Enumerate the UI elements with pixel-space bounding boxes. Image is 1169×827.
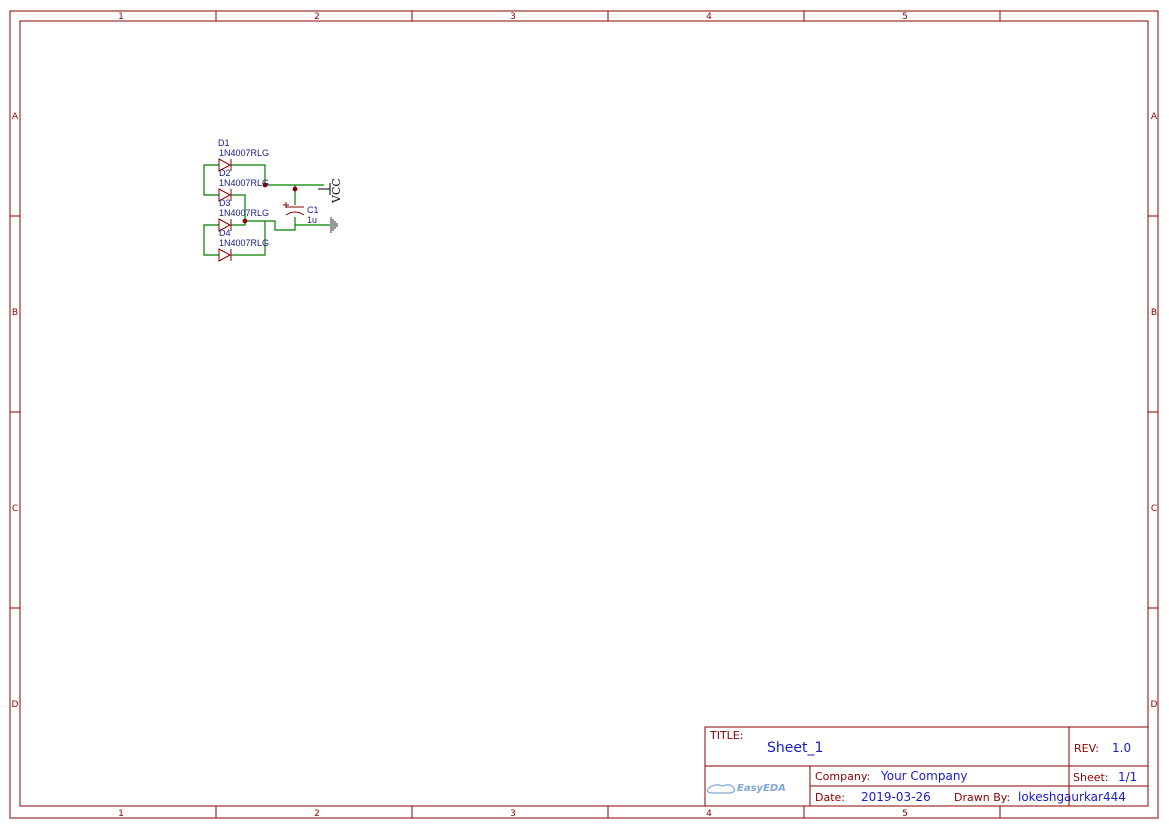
schematic-circuit: D1 1N4007RLG D2 1N4007RLG D3 1N4007RLG D… (203, 138, 343, 262)
title-label: TITLE: (709, 729, 743, 742)
ground-icon[interactable] (330, 217, 338, 233)
cloud-icon (706, 784, 736, 794)
diode-d2-part: 1N4007RLG (219, 178, 269, 188)
row-label-left-c: C (12, 504, 18, 514)
capacitor-c1-value: 1u (307, 215, 317, 225)
capacitor-c1-ref: C1 (307, 205, 319, 215)
col-label-top-2: 2 (314, 12, 320, 22)
diode-d2-symbol[interactable] (218, 188, 232, 202)
diode-d3-part: 1N4007RLG (219, 208, 269, 218)
row-label-left-d: D (12, 700, 19, 710)
diode-d2-ref: D2 (219, 168, 231, 178)
column-ticks (215, 11, 1001, 818)
col-label-bottom-3: 3 (510, 809, 516, 819)
rev-label: REV: (1074, 742, 1099, 755)
sheet-label: Sheet: (1073, 771, 1109, 784)
inner-frame (19, 20, 1149, 807)
col-label-top-1: 1 (118, 12, 124, 22)
diode-d4-ref: D4 (219, 228, 231, 238)
logo-text: EasyEDA (737, 783, 786, 794)
diode-d1-symbol[interactable] (218, 158, 232, 172)
title-block: TITLE: Sheet_1 REV: 1.0 Company: Your Co… (704, 726, 1149, 807)
rev-value: 1.0 (1112, 741, 1131, 755)
diode-d1-ref: D1 (218, 138, 230, 148)
date-value: 2019-03-26 (861, 790, 931, 804)
title-value: Sheet_1 (767, 740, 823, 756)
diode-d4-symbol[interactable] (218, 248, 232, 262)
vcc-power-flag[interactable] (318, 183, 331, 195)
wires (203, 164, 330, 256)
date-label: Date: (815, 791, 845, 804)
company-value: Your Company (880, 769, 968, 783)
row-label-left-a: A (12, 112, 19, 122)
diode-d4-part: 1N4007RLG (219, 238, 269, 248)
easyeda-logo: EasyEDA (706, 783, 786, 794)
col-label-bottom-4: 4 (706, 809, 712, 819)
row-label-right-d: D (1151, 700, 1158, 710)
row-label-right-c: C (1151, 504, 1157, 514)
diode-d3-symbol[interactable] (218, 218, 232, 232)
diode-d3-ref: D3 (219, 198, 231, 208)
company-label: Company: (815, 770, 870, 783)
col-label-top-4: 4 (706, 12, 712, 22)
diode-d1-part: 1N4007RLG (219, 148, 269, 158)
capacitor-c1-symbol[interactable] (283, 202, 305, 216)
outer-frame (9, 10, 1159, 819)
col-label-bottom-5: 5 (902, 809, 908, 819)
row-label-right-b: B (1151, 308, 1157, 318)
row-ticks (10, 215, 1158, 609)
drawn-by-label: Drawn By: (954, 791, 1010, 804)
junction-dots (242, 182, 298, 224)
vcc-net-label: VCC (330, 178, 343, 204)
col-label-bottom-2: 2 (314, 809, 320, 819)
col-label-top-5: 5 (902, 12, 908, 22)
drawn-by-value: lokeshgaurkar444 (1018, 790, 1126, 804)
col-label-top-3: 3 (510, 12, 516, 22)
sheet-value: 1/1 (1118, 770, 1137, 784)
col-label-bottom-1: 1 (118, 809, 124, 819)
row-label-left-b: B (12, 308, 18, 318)
row-label-right-a: A (1151, 112, 1158, 122)
